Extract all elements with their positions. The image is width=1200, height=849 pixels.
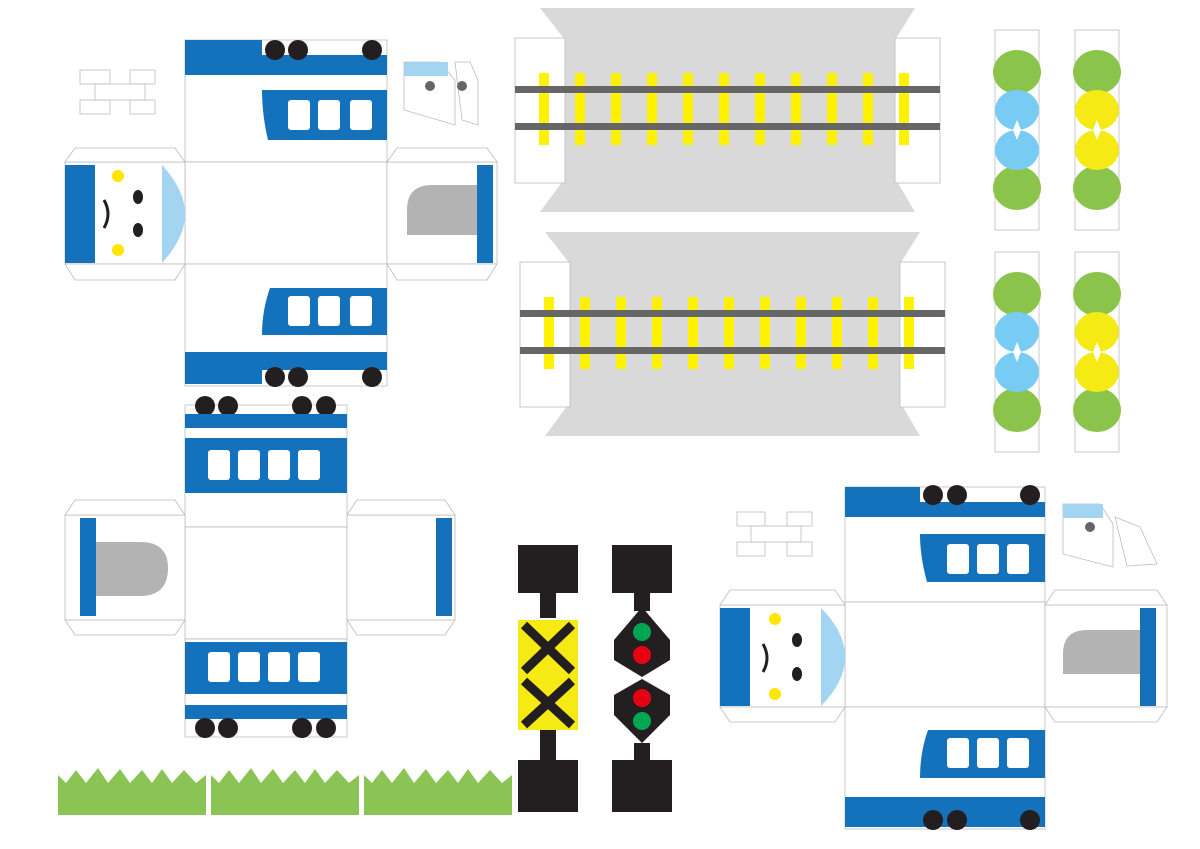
flower-blue xyxy=(993,251,1041,453)
car-side-panel-bottom xyxy=(184,638,348,738)
train-car-bottom-right xyxy=(715,482,1175,842)
car-rear-panel xyxy=(386,147,498,281)
rail-bottom xyxy=(520,347,945,354)
train-car-net xyxy=(64,39,498,387)
car-face-panel xyxy=(719,589,846,723)
track-net xyxy=(514,8,941,212)
red-lamp-icon xyxy=(633,689,651,707)
flowers-top xyxy=(985,29,1130,235)
rail-bottom xyxy=(515,123,940,130)
car-side-panel-top xyxy=(184,39,388,163)
track-net xyxy=(519,232,946,436)
track-sleeper xyxy=(611,73,621,145)
rail-top xyxy=(515,86,940,93)
flower-pair xyxy=(993,251,1121,453)
track-sleeper xyxy=(863,73,873,145)
track-sleeper xyxy=(719,73,729,145)
track-sleeper xyxy=(899,73,909,145)
track-sleeper xyxy=(683,73,693,145)
car-end-panel-right xyxy=(346,499,456,636)
track-sleeper xyxy=(647,73,657,145)
car-side-panel-top xyxy=(844,485,1046,603)
grass-piece xyxy=(364,768,512,815)
flower-yellow xyxy=(1073,29,1121,231)
green-lamp-icon xyxy=(633,712,651,730)
track-sleeper xyxy=(755,73,765,145)
connector-piece xyxy=(79,69,156,115)
track-sleepers xyxy=(539,73,909,145)
flowers-bottom xyxy=(985,251,1130,457)
traffic-signal xyxy=(612,545,677,815)
rail-top xyxy=(520,310,945,317)
track-sleeper xyxy=(575,73,585,145)
signal-net xyxy=(612,545,672,812)
car-window-tab xyxy=(403,61,479,126)
car-rear-panel xyxy=(1044,589,1168,723)
car-side-panel-bottom xyxy=(184,263,388,387)
track-sleeper xyxy=(904,297,914,369)
car-side-panel-bottom xyxy=(844,706,1046,830)
car-roof-panel xyxy=(844,601,1046,708)
grass-strip-net xyxy=(58,768,512,815)
track-sleeper xyxy=(796,297,806,369)
flower-blue xyxy=(993,29,1041,231)
track-lower xyxy=(519,232,946,437)
car-window-tab xyxy=(1062,503,1158,568)
train-car-top-left xyxy=(0,0,520,400)
track-sleeper xyxy=(868,297,878,369)
track-sleeper xyxy=(688,297,698,369)
car-roof-panel xyxy=(184,161,388,265)
grass-piece xyxy=(58,768,206,815)
track-sleeper xyxy=(760,297,770,369)
track-sleeper xyxy=(832,297,842,369)
track-upper xyxy=(514,8,941,213)
track-sleeper xyxy=(544,297,554,369)
track-sleeper xyxy=(539,73,549,145)
track-sleepers xyxy=(544,297,914,369)
track-sleeper xyxy=(616,297,626,369)
track-sleeper xyxy=(580,297,590,369)
flower-pair xyxy=(993,29,1121,231)
car-side-panel-top xyxy=(184,396,348,528)
red-lamp-icon xyxy=(633,646,651,664)
track-sleeper xyxy=(827,73,837,145)
grass-strip xyxy=(58,765,513,815)
track-sleeper xyxy=(652,297,662,369)
track-sleeper xyxy=(724,297,734,369)
train-car-bottom-left xyxy=(0,390,470,750)
flower-yellow xyxy=(1073,251,1121,453)
train-car-net xyxy=(719,485,1168,830)
grass-piece xyxy=(211,768,359,815)
train-car-net xyxy=(64,396,456,738)
track-sleeper xyxy=(791,73,801,145)
crossing-sign-net xyxy=(518,545,578,812)
car-face-panel xyxy=(64,147,186,281)
car-end-panel-left xyxy=(64,499,186,636)
connector-piece xyxy=(736,511,813,557)
car-roof-panel xyxy=(184,526,348,640)
green-lamp-icon xyxy=(633,623,651,641)
railroad-crossing-sign xyxy=(518,545,583,815)
